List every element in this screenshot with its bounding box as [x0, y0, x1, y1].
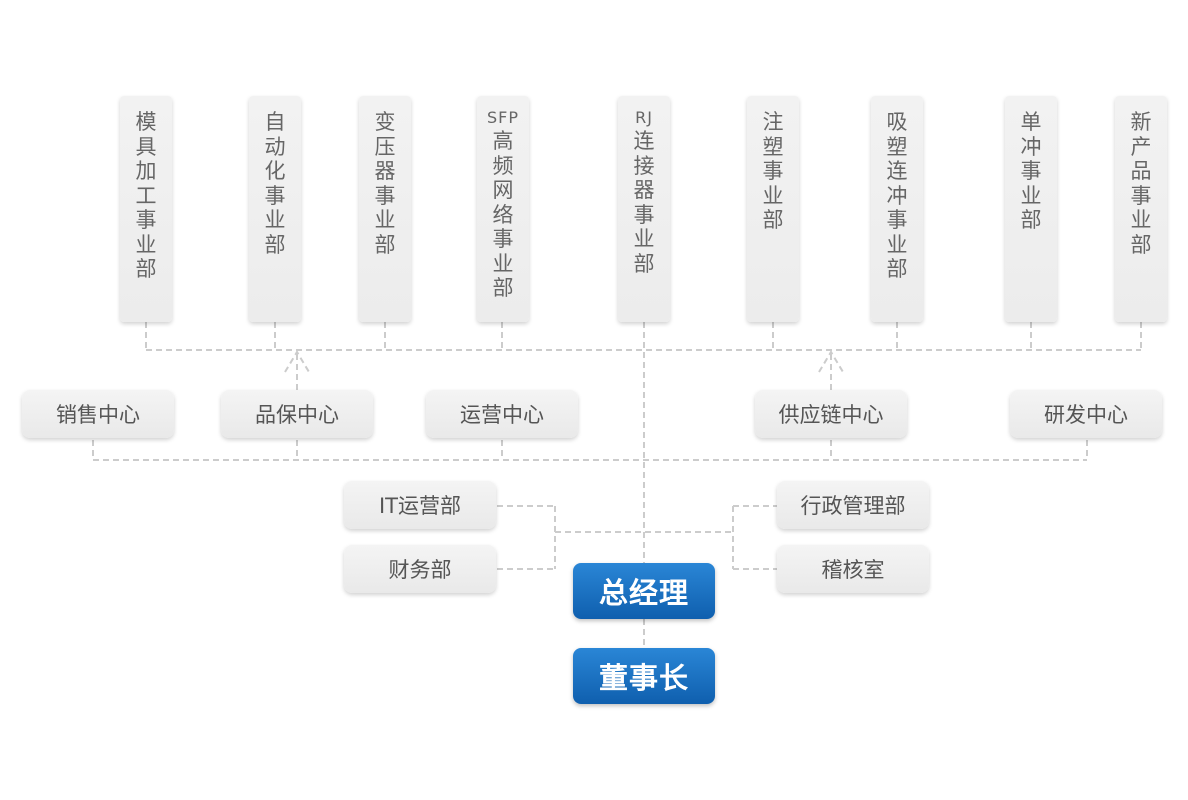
business-unit-label: 模具加工事业部 — [135, 110, 157, 281]
business-unit-label: 注塑事业部 — [762, 110, 784, 232]
business-unit-label: 新产品事业部 — [1130, 110, 1152, 257]
center-quality: 品保中心 — [221, 390, 373, 438]
business-unit-label: 变压器事业部 — [374, 110, 396, 257]
business-unit-label: 单冲事业部 — [1020, 110, 1042, 232]
business-unit-box: SFP 高频网络事业部 — [477, 96, 529, 322]
center-rnd: 研发中心 — [1010, 390, 1162, 438]
center-sales: 销售中心 — [22, 390, 174, 438]
dept-finance: 财务部 — [344, 545, 496, 593]
center-operations: 运营中心 — [426, 390, 578, 438]
dept-administration: 行政管理部 — [777, 481, 929, 529]
business-unit-box: 变压器事业部 — [359, 96, 411, 322]
center-supply-chain: 供应链中心 — [755, 390, 907, 438]
business-unit-prefix: RJ — [635, 108, 653, 127]
business-unit-label: 连接器事业部 — [633, 129, 655, 276]
chairman-box: 董事长 — [573, 648, 715, 704]
business-unit-box: 新产品事业部 — [1115, 96, 1167, 322]
business-unit-prefix: SFP — [486, 108, 519, 127]
general-manager-box: 总经理 — [573, 563, 715, 619]
dept-audit: 稽核室 — [777, 545, 929, 593]
business-unit-box: 单冲事业部 — [1005, 96, 1057, 322]
business-unit-label: 高频网络事业部 — [492, 129, 514, 300]
business-unit-box: 吸塑连冲事业部 — [871, 96, 923, 322]
business-unit-box: 模具加工事业部 — [120, 96, 172, 322]
business-unit-box: RJ 连接器事业部 — [618, 96, 670, 322]
dept-it-operations: IT运营部 — [344, 481, 496, 529]
business-unit-box: 注塑事业部 — [747, 96, 799, 322]
business-unit-box: 自动化事业部 — [249, 96, 301, 322]
business-unit-label: 吸塑连冲事业部 — [886, 110, 908, 281]
business-unit-label: 自动化事业部 — [264, 110, 286, 257]
